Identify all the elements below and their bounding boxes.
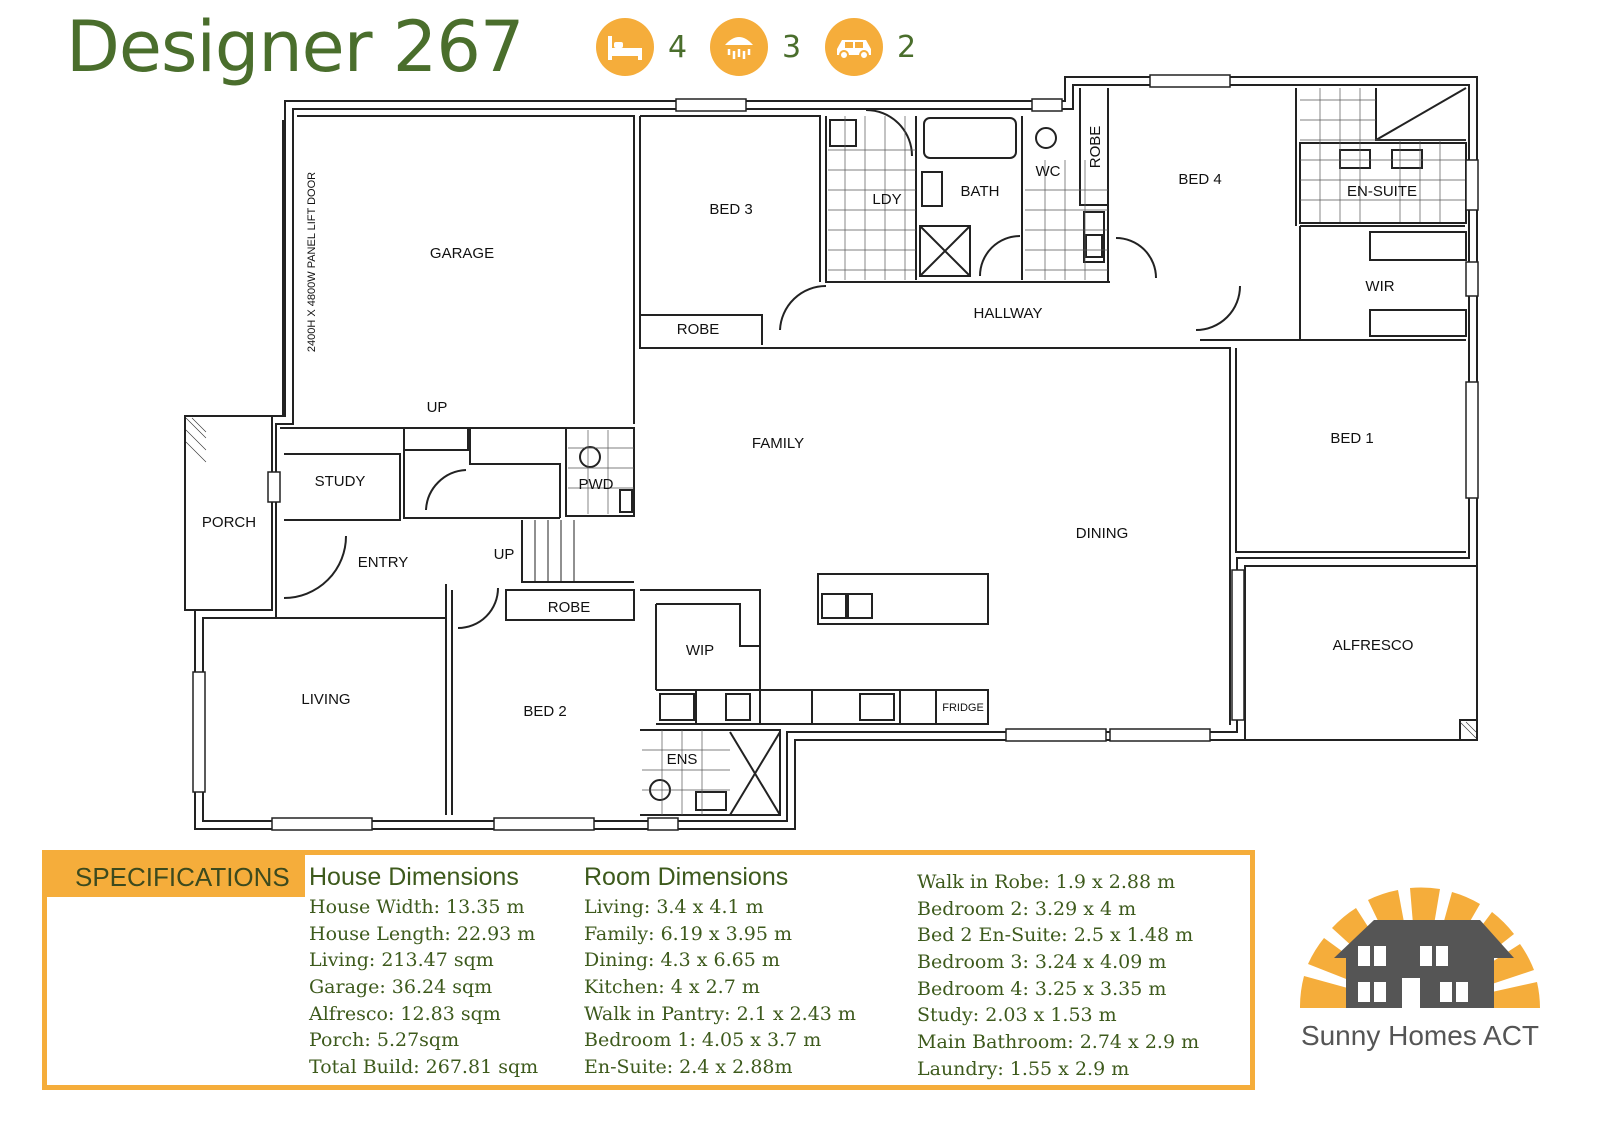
room-dimensions-title: Room Dimensions — [584, 863, 789, 891]
label-robe-bed4: ROBE — [1087, 126, 1104, 169]
spec-row: House Length: 22.93 m — [309, 922, 536, 945]
spec-row: Bedroom 3: 3.24 x 4.09 m — [917, 951, 1167, 974]
house-dimensions-title: House Dimensions — [309, 863, 519, 891]
car-count: 2 — [897, 29, 917, 65]
label-up-stair1: UP — [427, 399, 448, 416]
spec-row: Garage: 36.24 sqm — [309, 976, 493, 999]
specifications-heading: SPECIFICATIONS — [47, 855, 305, 897]
label-fridge: FRIDGE — [942, 702, 984, 714]
label-alfresco: ALFRESCO — [1333, 637, 1414, 654]
company-logo: Sunny Homes ACT — [1280, 858, 1560, 1070]
spec-row: Bedroom 4: 3.25 x 3.35 m — [917, 977, 1167, 1000]
page-title: Designer 267 — [66, 6, 524, 88]
spec-row: Dining: 4.3 x 6.65 m — [584, 949, 780, 972]
label-bath: BATH — [961, 183, 1000, 200]
room-dimensions: Room Dimensions Living: 3.4 x 4.1 m Fami… — [584, 863, 856, 1081]
label-family: FAMILY — [752, 435, 804, 452]
spec-row: Laundry: 1.55 x 2.9 m — [917, 1057, 1130, 1080]
label-living: LIVING — [301, 691, 350, 708]
spec-row: Total Build: 267.81 sqm — [309, 1056, 539, 1079]
wall-hatching — [185, 417, 1477, 739]
bedroom-count: 4 — [668, 29, 688, 65]
bed-icon — [596, 18, 654, 76]
label-robe-bed2: ROBE — [548, 599, 591, 616]
spec-row: Family: 6.19 x 3.95 m — [584, 922, 793, 945]
room-dimensions-continued: Walk in Robe: 1.9 x 2.88 m Bedroom 2: 3.… — [917, 869, 1199, 1083]
label-bed3: BED 3 — [709, 201, 752, 218]
spec-row: Bedroom 2: 3.29 x 4 m — [917, 897, 1137, 920]
garage-feature: 2 — [825, 18, 916, 76]
windows — [192, 74, 1479, 831]
label-wc: WC — [1036, 163, 1061, 180]
bathrooms-feature: 3 — [710, 18, 801, 76]
label-garage-door: 2400H X 4800W PANEL LIFT DOOR — [306, 172, 318, 352]
house-dimensions: House Dimensions House Width: 13.35 m Ho… — [309, 863, 538, 1081]
spec-row: Main Bathroom: 2.74 x 2.9 m — [917, 1031, 1200, 1054]
label-bed4: BED 4 — [1178, 171, 1221, 188]
label-hallway: HALLWAY — [974, 305, 1043, 322]
car-icon — [825, 18, 883, 76]
spec-row: Study: 2.03 x 1.53 m — [917, 1004, 1117, 1027]
spec-row: Living: 3.4 x 4.1 m — [584, 896, 764, 918]
label-pwd: PWD — [579, 476, 614, 493]
label-robe-bed3: ROBE — [677, 321, 720, 338]
spec-row: House Width: 13.35 m — [309, 896, 525, 918]
tile-pattern — [568, 88, 1466, 815]
house-sunburst-logo — [1299, 887, 1540, 1070]
spec-row: Bedroom 1: 4.05 x 3.7 m — [584, 1029, 822, 1052]
spec-row: Walk in Pantry: 2.1 x 2.43 m — [584, 1002, 856, 1025]
label-wip: WIP — [686, 642, 714, 659]
shower-icon — [710, 18, 768, 76]
label-wir: WIR — [1365, 278, 1394, 295]
spec-row: Alfresco: 12.83 sqm — [309, 1002, 501, 1025]
spec-row: En-Suite: 2.4 x 2.88m — [584, 1056, 793, 1079]
specifications-panel: SPECIFICATIONS House Dimensions House Wi… — [42, 850, 1255, 1090]
bedrooms-feature: 4 — [596, 18, 687, 76]
label-bed1: BED 1 — [1330, 430, 1373, 447]
spec-row: Kitchen: 4 x 2.7 m — [584, 976, 760, 999]
spec-row: Bed 2 En-Suite: 2.5 x 1.48 m — [917, 924, 1194, 947]
label-porch: PORCH — [202, 514, 256, 531]
label-ensuite: EN-SUITE — [1347, 183, 1417, 200]
spec-row: Walk in Robe: 1.9 x 2.88 m — [917, 871, 1176, 893]
label-dining: DINING — [1076, 525, 1129, 542]
label-study: STUDY — [315, 473, 366, 490]
brand-name: Sunny Homes ACT — [1300, 1020, 1540, 1051]
label-garage: GARAGE — [430, 245, 494, 262]
label-ens: ENS — [667, 751, 698, 768]
label-bed2: BED 2 — [523, 703, 566, 720]
label-entry: ENTRY — [358, 554, 409, 571]
label-ldy: LDY — [872, 191, 901, 208]
label-up-stair2: UP — [494, 546, 515, 563]
spec-row: Porch: 5.27sqm — [309, 1029, 460, 1052]
spec-row: Living: 213.47 sqm — [309, 949, 494, 972]
bathroom-count: 3 — [782, 29, 802, 65]
